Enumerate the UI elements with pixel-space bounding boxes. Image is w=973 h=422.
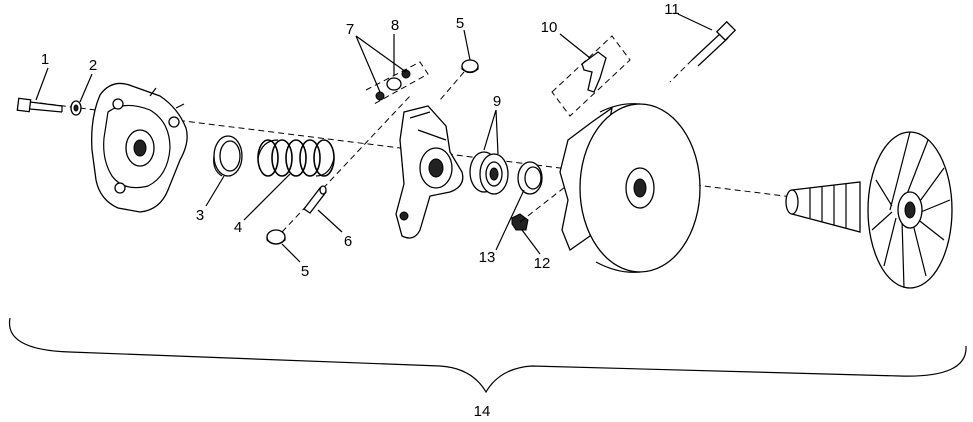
callout-12: 12: [534, 255, 551, 272]
leader-10: [559, 33, 591, 59]
part-spring: [257, 139, 335, 177]
part-moveable-sheave: [559, 103, 701, 273]
leader-5a: [463, 29, 471, 61]
dash-line-nut: [519, 179, 575, 223]
brace-14: [8, 317, 967, 394]
callout-6: 6: [344, 233, 352, 250]
callout-5-lower: 5: [301, 263, 309, 280]
part-bushing-ring: [213, 135, 243, 177]
part-bolt-11: [691, 20, 737, 67]
leader-9: [483, 109, 499, 155]
leader-5b: [281, 243, 301, 263]
callout-14: 14: [474, 403, 491, 420]
callout-7: 7: [346, 21, 354, 38]
leader-3: [205, 175, 225, 207]
callout-5-upper: 5: [456, 15, 464, 32]
callout-13: 13: [479, 249, 496, 266]
part-clip: [581, 51, 607, 93]
leader-13: [495, 189, 525, 251]
callout-1: 1: [41, 51, 49, 68]
part-cover: [91, 82, 188, 213]
part-bolt: [16, 97, 63, 113]
dash-line-bolt-11: [669, 59, 693, 83]
callout-4: 4: [234, 219, 242, 236]
part-spacer-ring: [517, 161, 543, 195]
part-button-upper: [461, 59, 479, 74]
part-spider: [395, 105, 464, 239]
leader-7: [355, 35, 407, 93]
callout-8: 8: [391, 17, 399, 34]
part-bearings: [469, 151, 509, 195]
dash-box-10: [551, 35, 631, 117]
leader-6: [317, 209, 343, 233]
part-button-lower: [266, 229, 286, 245]
part-roller: [375, 69, 411, 101]
callout-10: 10: [541, 19, 558, 36]
callout-3: 3: [196, 207, 204, 224]
part-pin: [303, 185, 327, 214]
leader-4: [243, 173, 291, 221]
part-washer: [70, 100, 82, 116]
callout-9: 9: [493, 93, 501, 110]
dash-line-upper: [439, 71, 465, 101]
leader-1: [35, 67, 49, 101]
dash-box-7-8: [365, 61, 429, 105]
leader-11: [677, 13, 713, 31]
leader-12: [521, 229, 541, 255]
leader-2: [79, 73, 93, 103]
callout-2: 2: [89, 57, 97, 74]
part-fixed-sheave: [785, 131, 953, 289]
callout-11: 11: [664, 1, 680, 18]
